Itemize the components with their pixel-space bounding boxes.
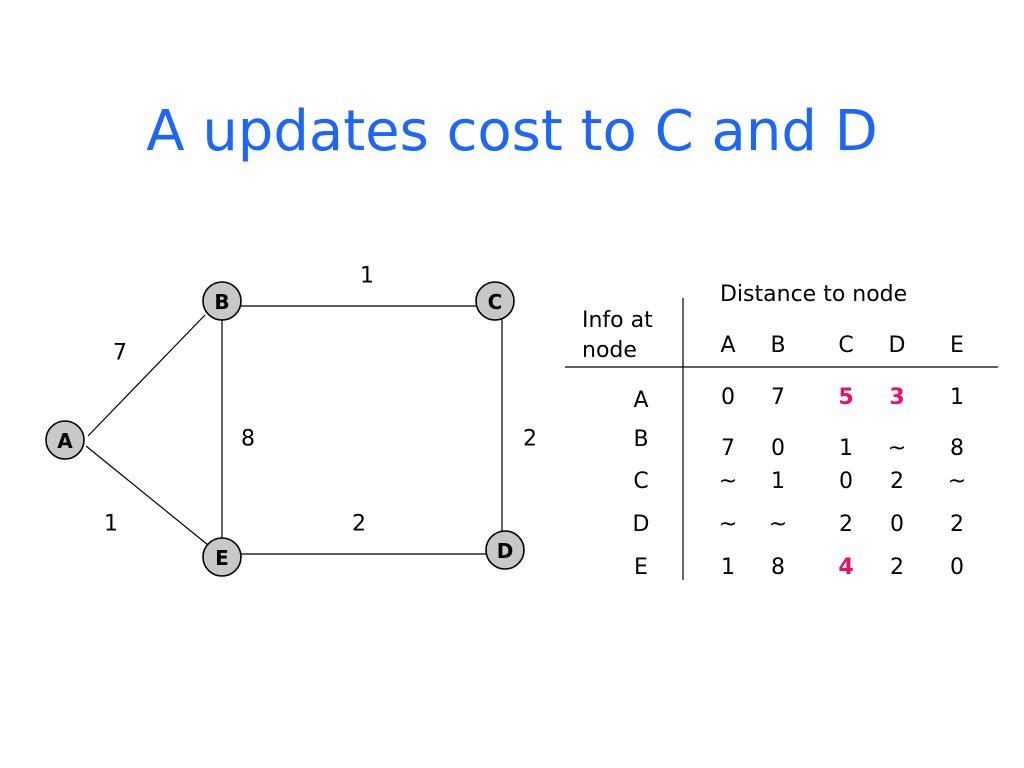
graph-edges [85, 305, 503, 555]
table-cell: 2 [890, 469, 904, 494]
node-a: A [45, 420, 85, 460]
edge-weight-e-d: 2 [352, 512, 366, 537]
table-cell: 1 [839, 436, 853, 461]
node-label: A [57, 429, 73, 453]
column-header-a: A [720, 333, 736, 358]
node-circle [45, 420, 85, 460]
table-cell: 2 [839, 512, 853, 537]
table-cell: 1 [721, 555, 735, 580]
graph-nodes: A B C D E [45, 281, 525, 577]
table-cell: 3 [889, 385, 905, 410]
node-circle [475, 281, 515, 321]
node-c: C [475, 281, 515, 321]
row-label-c: C [633, 469, 649, 494]
table-cell: 0 [721, 385, 735, 410]
table-cell: 0 [890, 512, 904, 537]
edge-weight-b-c: 1 [360, 264, 374, 289]
table-cell: 0 [839, 469, 853, 494]
table-cell: 7 [771, 385, 785, 410]
table-cell: 0 [950, 555, 964, 580]
node-circle [485, 530, 525, 570]
table-header-left-line2: node [582, 338, 637, 363]
node-circle [202, 537, 242, 577]
table-cell: ~ [718, 512, 738, 537]
edge-weight-b-e: 8 [241, 427, 255, 452]
node-label: D [497, 539, 514, 563]
row-label-d: D [632, 512, 650, 537]
table-cell: ~ [947, 469, 967, 494]
table-cell: 7 [721, 436, 735, 461]
row-label-b: B [633, 427, 649, 452]
edge-a-b [87, 314, 206, 437]
edge-weight-a-b: 7 [113, 341, 127, 366]
table-cell: 0 [771, 436, 785, 461]
node-circle [202, 281, 242, 321]
node-d: D [485, 530, 525, 570]
node-e: E [202, 537, 242, 577]
row-label-a: A [633, 388, 649, 413]
node-label: B [214, 290, 229, 314]
table-cell: 4 [838, 555, 854, 580]
table-cell: 1 [771, 469, 785, 494]
edge-weight-a-e: 1 [104, 512, 118, 537]
table-cell: 2 [950, 512, 964, 537]
node-label: C [488, 290, 503, 314]
node-b: B [202, 281, 242, 321]
table-cell: 8 [950, 436, 964, 461]
graph-edge-weights: 1 7 8 2 1 2 [104, 264, 537, 537]
table-cell: ~ [718, 469, 738, 494]
node-label: E [215, 546, 229, 570]
row-label-e: E [634, 555, 648, 580]
table-cell: 2 [890, 555, 904, 580]
table-cell: ~ [887, 436, 907, 461]
column-header-e: E [950, 333, 964, 358]
column-header-d: D [888, 333, 906, 358]
table-header-top: Distance to node [720, 282, 908, 307]
table-cell: 5 [838, 385, 854, 410]
table-header-left-line1: Info at [582, 308, 653, 333]
table-cell: ~ [768, 512, 788, 537]
table-cell: 1 [950, 385, 964, 410]
slide-title: A updates cost to C and D [146, 99, 878, 164]
column-header-c: C [838, 333, 854, 358]
edge-a-e [85, 445, 209, 546]
column-header-b: B [770, 333, 786, 358]
edge-weight-c-d: 2 [523, 427, 537, 452]
table-cell: 8 [771, 555, 785, 580]
